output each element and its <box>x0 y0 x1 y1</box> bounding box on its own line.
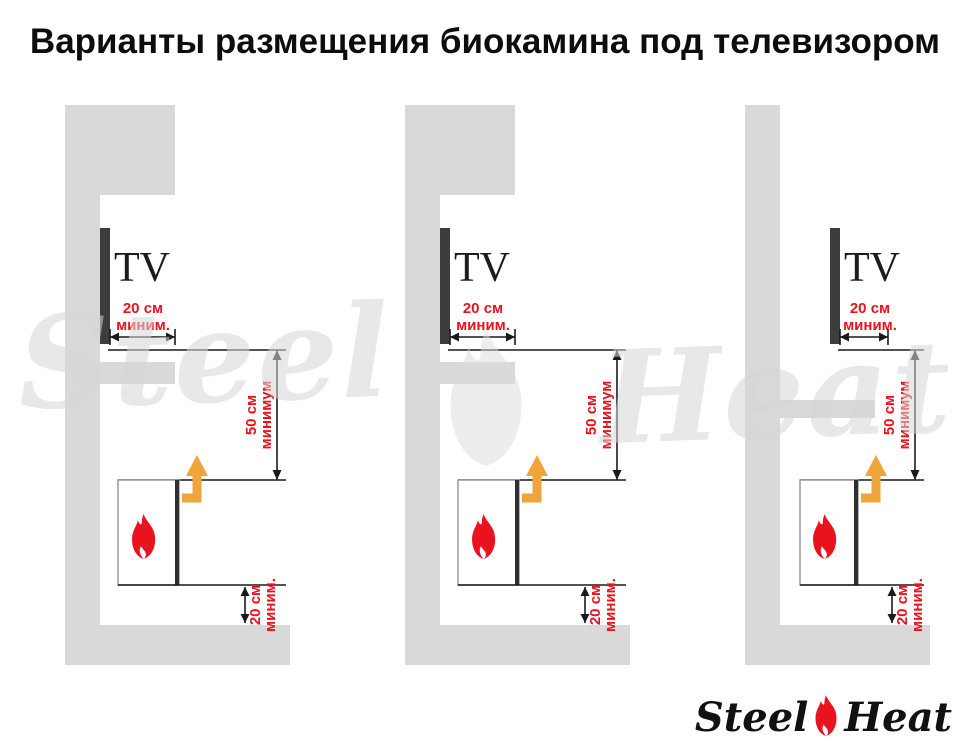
fireplace-glass-edge <box>175 480 179 585</box>
shelf-depth-value: 20 см <box>463 300 503 317</box>
tv-clearance-value: 50 см <box>243 395 260 435</box>
wall-column <box>65 105 100 665</box>
shelf-depth-dimension-arrow <box>839 329 889 345</box>
base-clearance-value: 20 см <box>894 585 911 625</box>
heat-flow-arrow-icon <box>861 455 887 503</box>
wall-column <box>405 105 440 665</box>
tv-label: TV <box>454 245 510 291</box>
heat-flow-arrow-icon <box>522 455 548 503</box>
wall-shelf <box>440 362 515 384</box>
logo-flame-icon <box>815 695 837 736</box>
base-clearance-qualifier: миним. <box>262 578 279 632</box>
wall-top-ledge <box>440 105 515 195</box>
shelf-depth-dimension-arrow <box>109 329 176 345</box>
tv-clearance-dimension-arrow <box>272 350 282 480</box>
base-clearance-dimension-arrow <box>887 587 897 623</box>
tv-screen <box>440 228 450 344</box>
logo-heat-text: Heat <box>844 694 952 741</box>
tv-clearance-value: 50 см <box>881 395 898 435</box>
base-clearance-value: 20 см <box>587 585 604 625</box>
tv-clearance-value: 50 см <box>583 395 600 435</box>
base-clearance-value: 20 см <box>247 585 264 625</box>
shelf-depth-qualifier: миним. <box>456 317 510 334</box>
wall-top-ledge <box>100 105 175 195</box>
base-clearance-qualifier: миним. <box>602 578 619 632</box>
base-clearance-dimension-arrow <box>240 587 250 623</box>
page-title: Варианты размещения биокамина под телеви… <box>29 22 941 61</box>
wall-column <box>745 105 780 665</box>
diagram-variant-3: TV 20 см миним. 50 см минимум <box>745 105 930 665</box>
diagram-variant-2: TV 20 см миним. 50 см минимум <box>405 105 630 665</box>
tv-clearance-qualifier: минимум <box>258 381 275 450</box>
tv-clearance-dimension-arrow <box>910 350 920 480</box>
brand-logo: Steel Heat <box>695 694 952 741</box>
logo-steel-text: Steel <box>694 694 809 741</box>
shelf-depth-value: 20 см <box>123 300 163 317</box>
shelf-depth-qualifier: миним. <box>843 317 897 334</box>
wall-shelf <box>100 362 175 384</box>
tv-label: TV <box>844 245 900 291</box>
base-clearance-dimension-arrow <box>580 587 590 623</box>
tv-clearance-qualifier: минимум <box>896 381 913 450</box>
shelf-depth-value: 20 см <box>850 300 890 317</box>
heat-flow-arrow-icon <box>182 455 208 503</box>
wall-base <box>100 625 290 665</box>
wall-base <box>440 625 630 665</box>
tv-screen <box>100 228 110 344</box>
tv-clearance-qualifier: минимум <box>598 381 615 450</box>
base-clearance-qualifier: миним. <box>909 578 926 632</box>
fireplace-glass-edge <box>515 480 519 585</box>
tv-screen <box>830 228 840 344</box>
fireplace-glass-edge <box>854 480 858 585</box>
fireplace-box <box>799 479 859 586</box>
tv-label: TV <box>114 245 170 291</box>
wall-base <box>745 625 930 665</box>
shelf-depth-qualifier: миним. <box>116 317 170 334</box>
wall-shelf <box>780 400 875 418</box>
tv-clearance-dimension-arrow <box>612 350 622 480</box>
diagram-variant-1: TV 20 см миним. 50 см минимум <box>65 105 290 665</box>
